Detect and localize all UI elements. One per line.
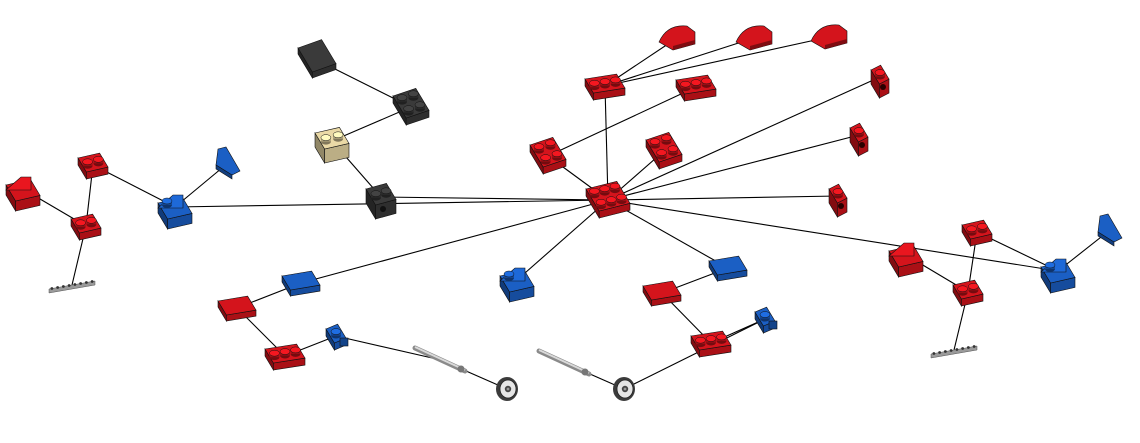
connector-hub-rw4 [607, 199, 1059, 272]
part-rw6-technic-beam-thin [930, 345, 978, 359]
connector-r6-r5 [547, 86, 697, 157]
part-rg6-wheel [613, 377, 635, 401]
part-r9-brick-1x1-technic [849, 122, 869, 158]
part-lg1-tile-1x2 [281, 270, 321, 298]
connector-hub-r9 [607, 134, 860, 201]
part-lg5-axle [412, 345, 468, 374]
part-r3-curved-slope [810, 24, 848, 50]
part-lg4-plate-clip [325, 323, 349, 352]
part-r7-plate-2x2 [645, 131, 683, 171]
connector-hub-rg1 [607, 199, 729, 269]
part-rw2-plate-1x2 [961, 219, 993, 248]
part-rg1-tile-1x2 [708, 255, 748, 283]
part-r5-plate-1x3 [675, 74, 717, 103]
part-lw4-slope-1x2-blue [157, 194, 193, 231]
connector-hub-lg1 [300, 199, 609, 284]
part-rw1-slope-1x2 [888, 242, 924, 279]
connector-k2-t1 [331, 106, 412, 142]
connector-hub-k3 [380, 196, 609, 201]
part-hub-plate-2x3 [585, 180, 631, 220]
part-r10-brick-1x1-technic [828, 183, 848, 219]
part-rw3-plate-1x2 [952, 279, 984, 308]
part-rg5-axle [536, 348, 592, 377]
connector-hub-r10 [607, 195, 839, 201]
connector-hub-r8 [607, 76, 881, 201]
connector-hub-b1 [516, 199, 609, 281]
part-t1-brick-1x2 [314, 127, 350, 165]
connector-r4-r3 [604, 36, 830, 87]
part-lw6-technic-beam-thin [48, 280, 96, 294]
part-r1-curved-slope [658, 25, 696, 51]
part-k1-tile-2x2 [297, 39, 337, 80]
part-rg2-tile-1x2 [642, 280, 682, 308]
part-lw5-slope-cheese [215, 146, 241, 180]
connector-hub-r4 [604, 85, 609, 201]
part-lw3-plate-1x2 [70, 213, 102, 242]
part-lg3-plate-1x3 [264, 343, 306, 372]
part-lg6-wheel [496, 377, 518, 401]
lego-parts [5, 24, 1123, 401]
connector-r4-r2 [604, 37, 755, 87]
part-k3-brick-1x2-technic [365, 183, 397, 221]
part-r4-plate-1x3 [584, 73, 626, 102]
connector-rg4-rg6 [623, 318, 766, 390]
part-lw2-plate-1x2 [77, 152, 109, 181]
part-rg4-plate-clip [754, 306, 778, 335]
part-rw5-slope-cheese [1097, 213, 1123, 247]
part-r8-brick-1x1-technic [870, 64, 890, 100]
part-rg3-plate-1x3 [690, 330, 732, 359]
part-r2-curved-slope [735, 25, 773, 51]
part-b1-slope-1x2-blue [499, 267, 535, 304]
part-r6-plate-2x2 [529, 136, 567, 176]
part-k2-plate-2x2 [392, 87, 430, 127]
connector-lg4-lg5 [335, 335, 442, 361]
part-rw4-slope-1x2-blue [1040, 258, 1076, 295]
part-lw1-slope-1x2 [5, 176, 41, 213]
part-lg2-tile-1x2 [217, 295, 257, 323]
